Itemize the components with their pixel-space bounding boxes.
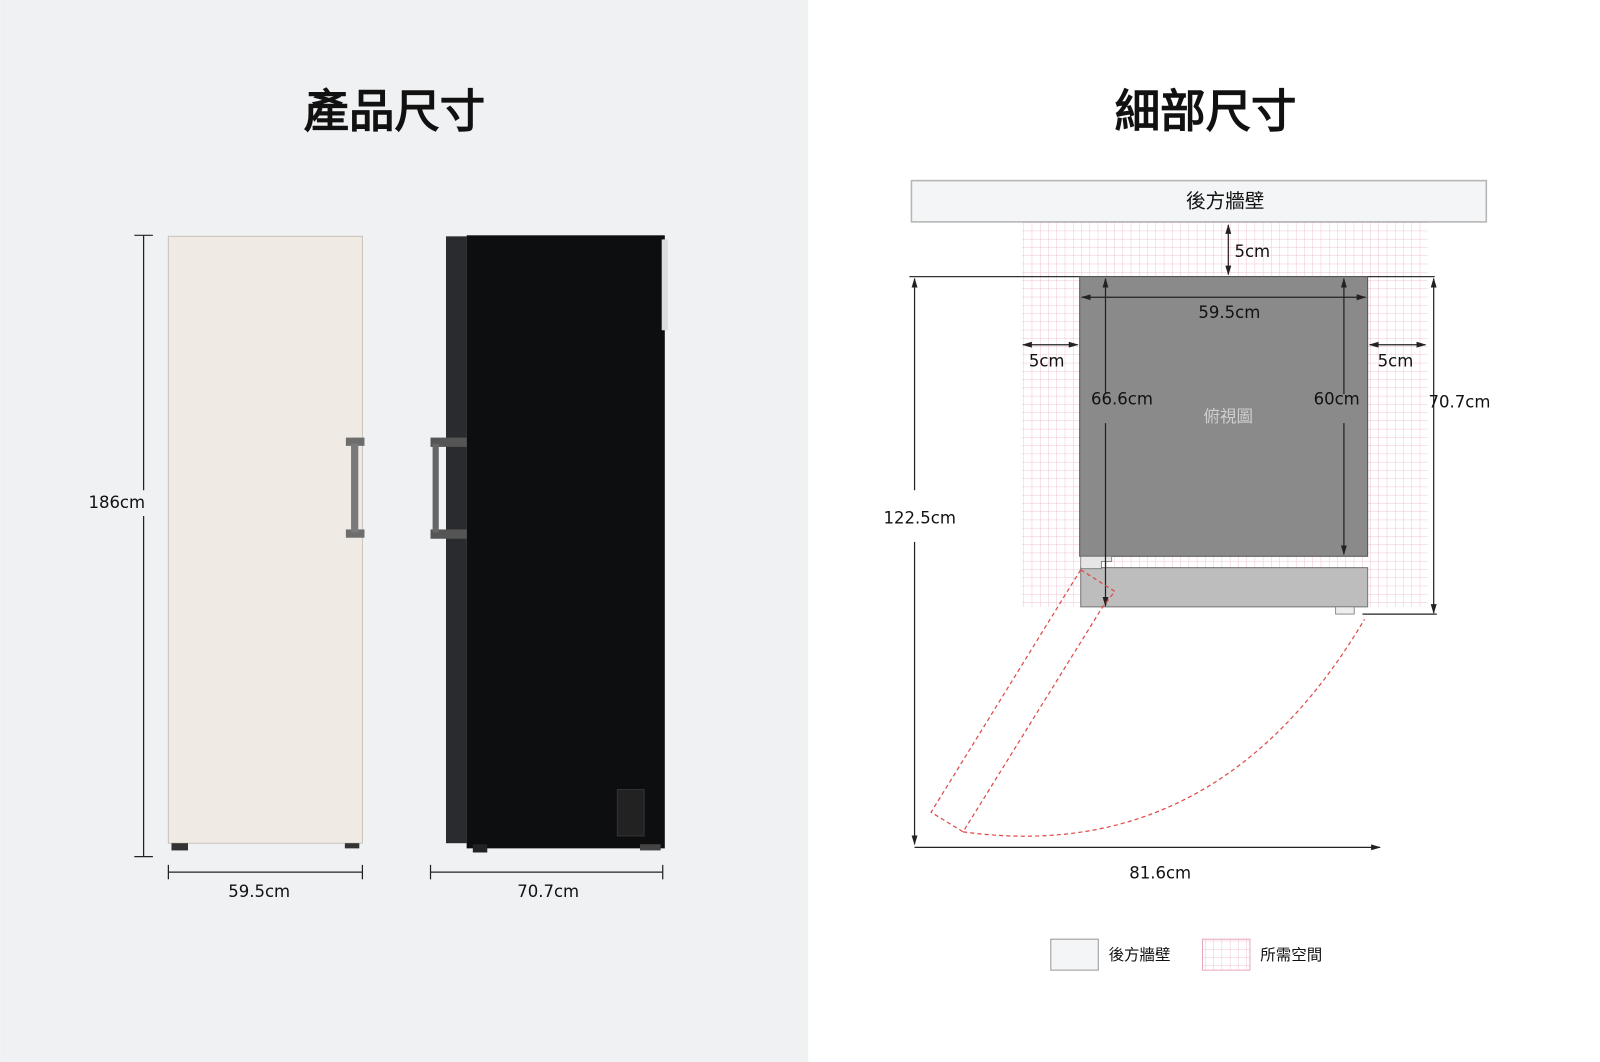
legend-label-required-space: 所需空間 (1260, 946, 1322, 964)
detail-dimensions-panel: 細部尺寸 後方牆壁 俯視圖 5cm 59.5cm 5cm 5cm 66.6cm … (884, 85, 1491, 971)
rear-wall (910, 179, 1488, 223)
rear-wall-label: 後方牆壁 (1186, 189, 1264, 212)
front-width-label: 59.5cm (228, 882, 290, 901)
body-depth-label: 60cm (1314, 390, 1360, 409)
top-view-label: 俯視圖 (1204, 407, 1254, 426)
width-label: 59.5cm (1198, 303, 1260, 322)
total-depth-label: 70.7cm (1429, 393, 1491, 412)
page-title: 產品尺寸 (304, 85, 486, 138)
depth-with-door-label: 66.6cm (1091, 390, 1153, 409)
left-gap-label: 5cm (1029, 351, 1065, 370)
legend-swatch-required-space (1201, 938, 1251, 971)
door-open-width-label: 81.6cm (1129, 863, 1191, 882)
legend-swatch-wall (1050, 938, 1099, 971)
rear-gap-label: 5cm (1235, 242, 1271, 261)
fridge-front-view (167, 235, 365, 851)
door-handle (345, 437, 365, 538)
height-label: 186cm (88, 493, 145, 512)
section-title: 細部尺寸 (1115, 85, 1297, 138)
product-dimensions-panel: 產品尺寸 186cm 59.5cm (0, 0, 809, 1062)
right-gap-label: 5cm (1378, 351, 1414, 370)
side-depth-dimension: 70.7cm (429, 864, 664, 901)
fridge-side-view (430, 235, 668, 853)
legend-label-wall: 後方牆壁 (1109, 946, 1171, 964)
door-open-depth-label: 122.5cm (884, 508, 956, 527)
front-width-dimension: 59.5cm (167, 864, 364, 901)
fridge-top-view-body (1079, 276, 1369, 557)
panel-background (0, 0, 809, 1062)
fridge-top-view-door (1080, 567, 1369, 608)
side-depth-label: 70.7cm (517, 882, 579, 901)
height-dimension: 186cm (88, 234, 153, 858)
door-swing-path (930, 569, 1366, 837)
legend: 後方牆壁 所需空間 (1050, 938, 1322, 971)
